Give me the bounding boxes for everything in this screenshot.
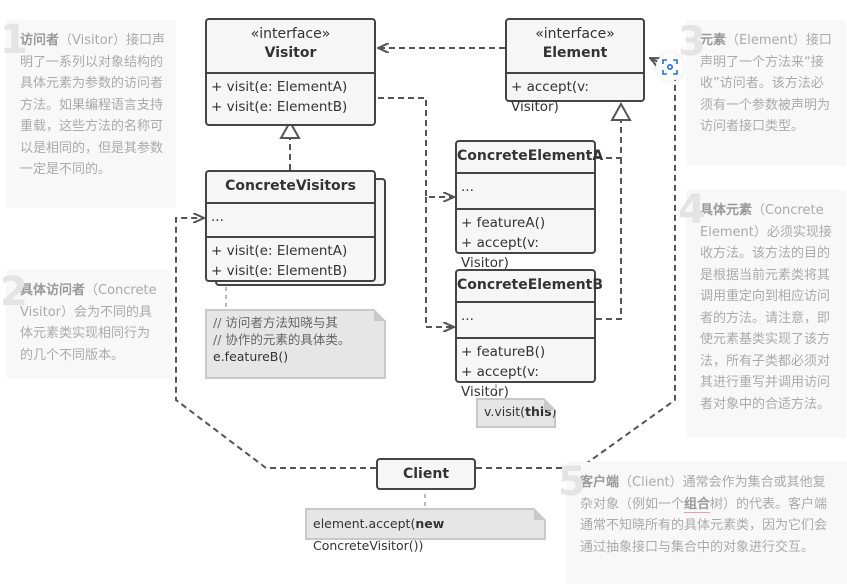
- note-code-prefix: v.visit(: [484, 404, 526, 419]
- element-name: Element: [542, 45, 608, 61]
- element-realization-triangle: [610, 101, 632, 121]
- description-text: （Concrete Element）必须实现接收方法。该方法的目的是根据当前元素…: [700, 203, 832, 412]
- concrete-element-b-name: ConcreteElementB: [457, 277, 604, 293]
- concrete-element-a-fields: ...: [461, 179, 474, 195]
- description-title: 元素: [700, 33, 727, 48]
- concrete-element-b-method: + accept(v: Visitor): [461, 364, 539, 400]
- concrete-element-a-method: + accept(v: Visitor): [461, 235, 539, 271]
- description-title: 具体元素: [700, 203, 753, 218]
- screenshot-button[interactable]: [656, 53, 684, 81]
- note-comment: // 协作的元素的具体类。: [213, 332, 351, 347]
- description-title: 具体访问者: [20, 283, 86, 298]
- visitor-stereotype: «interface»: [250, 26, 331, 42]
- description-text: 树）的代表。客户端通常不知晓所有的具体元素类，因为它们会通过抽象接口与集合中的对…: [580, 496, 828, 555]
- element-b-realization: [596, 158, 622, 320]
- element-interface-box: «interface» Element + accept(v: Visitor): [505, 18, 645, 115]
- description-number: 5: [558, 459, 586, 505]
- note-code: e.featureB(): [213, 349, 289, 364]
- note-comment: // 访问者方法知晓与其: [213, 315, 338, 330]
- description-title: 访问者: [20, 33, 60, 48]
- composite-link[interactable]: 组合: [684, 496, 711, 513]
- note-code-keyword: new: [415, 516, 445, 531]
- description-number: 2: [0, 269, 28, 315]
- client-to-visitors-arrow: [175, 218, 376, 469]
- description-1: 1 访问者（Visitor）接口声明了一系列以对象结构的具体元素为参数的访问者方…: [0, 20, 176, 208]
- visitor-code-note: // 访问者方法知晓与其 // 协作的元素的具体类。 e.featureB(): [205, 309, 386, 379]
- visitor-to-element-b-arrow: [425, 197, 454, 327]
- description-5: 5 客户端（Client）通常会作为集合或其他复杂对象（例如一个组合树）的代表。…: [558, 462, 847, 584]
- client-name: Client: [402, 466, 450, 482]
- visitor-to-element-a-arrow: [378, 97, 454, 197]
- description-text: （Element）接口声明了一个方法来“接收”访问者。该方法必须有一个参数被声明…: [700, 33, 832, 134]
- client-code-note: element.accept(new ConcreteVisitor()): [305, 508, 546, 553]
- description-4: 4 具体元素（Concrete Element）必须实现接收方法。该方法的目的是…: [678, 190, 846, 438]
- camera-scan-icon: [662, 59, 678, 75]
- note-code-suffix: ): [551, 404, 557, 419]
- concrete-element-a-box: ConcreteElementA ... + featureA() + acce…: [455, 140, 604, 271]
- concrete-visitors-name: ConcreteVisitors: [225, 178, 356, 194]
- description-number: 4: [678, 187, 706, 233]
- concrete-element-a-name: ConcreteElementA: [457, 148, 604, 164]
- description-number: 3: [678, 19, 706, 65]
- description-text: （Concrete Visitor）会为不同的具体元素类实现相同行为的几个不同版…: [20, 283, 157, 363]
- description-text: （Client）通常会作为集合或其他复杂对象（例如一个: [580, 475, 826, 512]
- element-stereotype: «interface»: [535, 26, 615, 42]
- visitor-name: Visitor: [264, 45, 317, 61]
- description-3: 3 元素（Element）接口声明了一个方法来“接收”访问者。该方法必须有一个参…: [678, 20, 846, 166]
- description-number: 1: [0, 17, 28, 63]
- client-box: Client: [376, 458, 476, 490]
- description-title: 客户端: [580, 475, 620, 490]
- description-2: 2 具体访问者（Concrete Visitor）会为不同的具体元素类实现相同行…: [0, 270, 172, 378]
- concrete-element-b-fields: ...: [461, 308, 474, 324]
- note-code-suffix: ConcreteVisitor()): [313, 538, 424, 553]
- visitor-interface-box: «interface» Visitor + visit(e: ElementA)…: [205, 18, 376, 126]
- concrete-element-a-method: + featureA(): [461, 215, 546, 231]
- concrete-visitors-box: ConcreteVisitors ... + visit(e: ElementA…: [205, 170, 376, 282]
- concrete-visitors-fields: ...: [211, 209, 224, 225]
- visitor-method: + visit(e: ElementA): [211, 79, 348, 95]
- element-code-note: v.visit(this): [476, 398, 557, 428]
- element-method: + accept(v: Visitor): [511, 79, 589, 115]
- concrete-element-b-box: ConcreteElementB ... + featureB() + acce…: [455, 269, 604, 400]
- visitor-realization-triangle: [279, 119, 301, 139]
- note-code-prefix: element.accept(: [313, 516, 416, 531]
- description-text: （Visitor）接口声明了一系列以对象结构的具体元素为参数的访问者方法。如果编…: [20, 33, 166, 177]
- visitor-method: + visit(e: ElementB): [211, 99, 348, 115]
- concrete-element-b-method: + featureB(): [461, 344, 546, 360]
- concrete-visitors-method: + visit(e: ElementB): [211, 263, 348, 279]
- concrete-visitors-method: + visit(e: ElementA): [211, 243, 348, 259]
